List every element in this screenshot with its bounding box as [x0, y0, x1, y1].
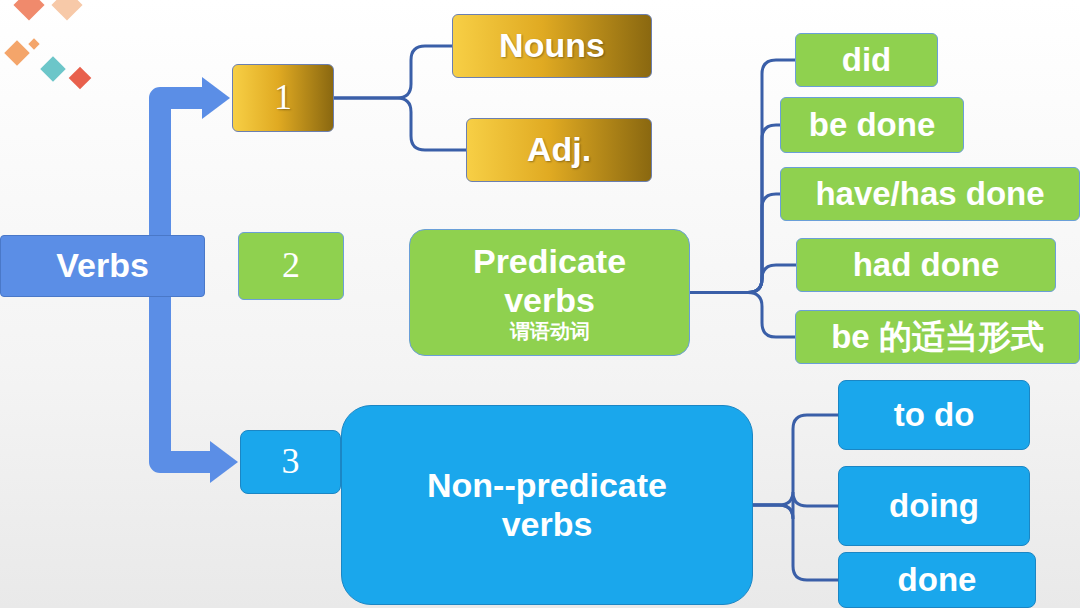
node-label: done — [898, 562, 977, 598]
thick-arrow — [160, 297, 212, 462]
form-box: did — [795, 33, 938, 87]
node-label: Adj. — [527, 130, 591, 169]
form-box: doing — [838, 466, 1030, 546]
diamond-shape — [40, 56, 65, 81]
node-label: be done — [809, 107, 936, 143]
node-sublabel: 谓语动词 — [510, 320, 590, 343]
category-box: Predicate verbs谓语动词 — [409, 229, 690, 356]
node-label: doing — [889, 488, 979, 524]
arrow-head — [210, 441, 238, 483]
node-label: Verbs — [56, 246, 149, 285]
node-label: 3 — [282, 442, 300, 482]
node-label: be 的适当形式 — [831, 319, 1044, 355]
form-box: done — [838, 552, 1036, 608]
form-box: had done — [796, 238, 1056, 292]
bracket-line — [753, 505, 838, 580]
category-box: Adj. — [466, 118, 652, 182]
arrow-head — [202, 77, 230, 119]
node-label: have/has done — [815, 176, 1044, 212]
node-label: did — [842, 42, 891, 78]
diamond-shape — [28, 38, 39, 49]
diamond-shape — [4, 40, 29, 65]
thick-arrow — [160, 98, 204, 235]
category-box: Nouns — [452, 14, 652, 78]
node-label: Predicate verbs — [430, 242, 670, 320]
number-box: 1 — [232, 64, 334, 132]
bracket-line — [690, 194, 780, 293]
form-box: be 的适当形式 — [795, 310, 1080, 364]
diamond-shape — [51, 0, 82, 21]
number-box: 3 — [240, 430, 341, 494]
form-box: to do — [838, 380, 1030, 450]
corner-diamonds — [4, 0, 91, 89]
number-box: 2 — [238, 232, 344, 300]
bracket-line — [753, 415, 838, 505]
category-box: Non--predicate verbs — [341, 405, 753, 605]
form-box: have/has done — [780, 167, 1080, 221]
form-box: be done — [780, 97, 964, 153]
node-label: Nouns — [499, 26, 605, 65]
bracket-line — [690, 293, 795, 338]
node-label: had done — [853, 247, 1000, 283]
node-label: 1 — [274, 78, 292, 118]
diamond-shape — [13, 0, 44, 21]
bracket-line — [334, 46, 452, 98]
node-label: Non--predicate verbs — [397, 466, 697, 544]
root-box: Verbs — [0, 235, 205, 297]
node-label: to do — [894, 397, 975, 433]
diamond-shape — [69, 67, 92, 90]
bracket-line — [334, 98, 466, 150]
node-label: 2 — [282, 246, 300, 286]
bracket-line — [690, 265, 796, 293]
